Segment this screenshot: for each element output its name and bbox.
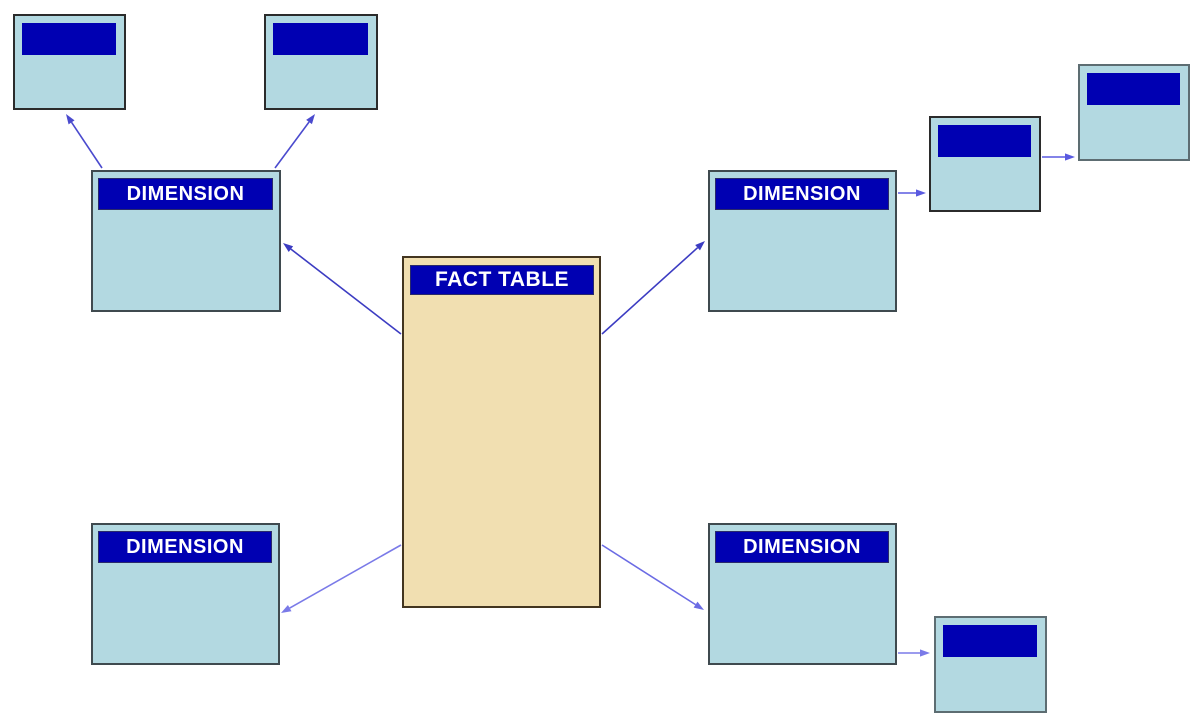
fact-table-node: FACT TABLE — [402, 256, 601, 608]
node-header: DIMENSION — [98, 531, 272, 563]
connector-arrow — [289, 544, 402, 609]
dimension-node-bottom-left: DIMENSION — [91, 523, 280, 665]
connector-arrow — [601, 544, 696, 606]
connector-arrow — [601, 247, 699, 335]
node-header: DIMENSION — [98, 178, 273, 210]
sub-dimension-node-top-left-2 — [264, 14, 378, 110]
dimension-node-bottom-right: DIMENSION — [708, 523, 897, 665]
sub-dimension-node-right-middle — [929, 116, 1041, 212]
dimension-node-top-left: DIMENSION — [91, 170, 281, 312]
connector-arrowhead — [695, 241, 705, 251]
connector-arrowhead — [281, 604, 292, 613]
connector-arrowhead — [66, 114, 75, 125]
connector-arrowhead — [283, 243, 294, 252]
sub-dimension-node-top-left-1 — [13, 14, 126, 110]
connector-arrow — [274, 121, 310, 169]
node-label: DIMENSION — [743, 535, 861, 558]
connector-arrow — [70, 121, 103, 169]
node-header: FACT TABLE — [410, 265, 594, 295]
node-label: FACT TABLE — [434, 268, 570, 291]
node-header — [22, 23, 116, 55]
sub-dimension-node-top-right — [1078, 64, 1190, 161]
node-header — [273, 23, 368, 55]
connector-arrowhead — [1065, 153, 1075, 161]
node-label: DIMENSION — [743, 182, 861, 205]
node-header — [1087, 73, 1180, 105]
node-label: DIMENSION — [126, 182, 245, 205]
node-header — [943, 625, 1037, 657]
node-header — [938, 125, 1031, 157]
connector-arrowhead — [306, 114, 315, 125]
connector-arrowhead — [916, 189, 926, 197]
connector-arrow — [290, 248, 402, 335]
node-header: DIMENSION — [715, 178, 889, 210]
connector-arrowhead — [693, 601, 704, 610]
dimension-node-top-right: DIMENSION — [708, 170, 897, 312]
node-label: DIMENSION — [126, 535, 244, 558]
sub-dimension-node-bottom-right — [934, 616, 1047, 713]
node-header: DIMENSION — [715, 531, 889, 563]
connector-arrowhead — [920, 649, 930, 657]
